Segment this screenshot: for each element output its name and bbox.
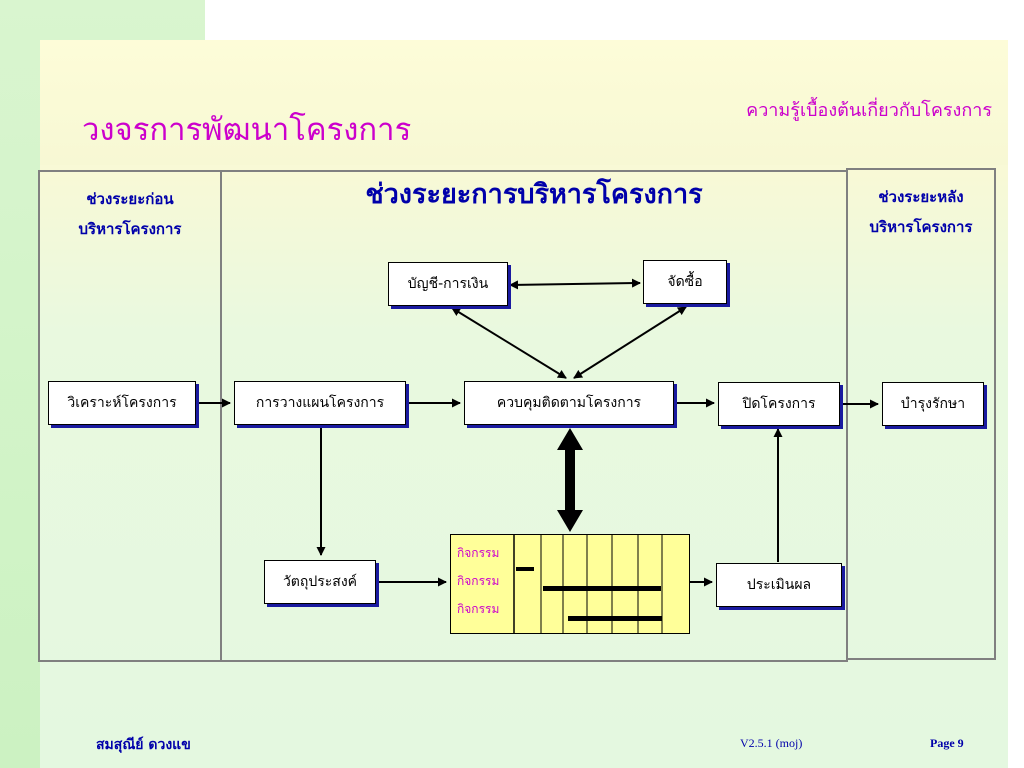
- footer-author: สมสุณีย์ ดวงแข: [96, 737, 191, 753]
- post-phase-panel: [846, 168, 996, 660]
- box-analysis: วิเคราะห์โครงการ: [48, 381, 196, 425]
- post-phase-label: ช่วงระยะหลัง บริหารโครงการ: [848, 182, 994, 242]
- gantt-bar-2: [542, 585, 661, 591]
- slide-subtitle: ความรู้เบื้องต้นเกี่ยวกับโครงการ: [746, 100, 992, 121]
- main-phase-heading: ช่วงระยะการบริหารโครงการ: [365, 179, 703, 210]
- pre-phase-line1: ช่วงระยะก่อน: [86, 190, 174, 208]
- slide-title: วงจรการพัฒนาโครงการ: [82, 112, 412, 148]
- gantt-bar-3: [567, 615, 662, 621]
- box-accounting: บัญชี-การเงิน: [388, 262, 508, 306]
- box-evaluation: ประเมินผล: [716, 563, 842, 607]
- background-title-band: [40, 40, 1008, 165]
- footer-page-number: Page 9: [930, 736, 964, 750]
- box-procurement: จัดซื้อ: [643, 260, 727, 304]
- box-monitoring: ควบคุมติดตามโครงการ: [464, 381, 674, 425]
- pre-phase-label: ช่วงระยะก่อน บริหารโครงการ: [40, 184, 220, 244]
- post-phase-line1: ช่วงระยะหลัง: [878, 188, 964, 206]
- gantt-activity-1: กิจกรรม: [457, 546, 500, 560]
- pre-phase-line2: บริหารโครงการ: [78, 220, 182, 238]
- box-closing: ปิดโครงการ: [718, 382, 840, 426]
- gantt-chart: กิจกรรม กิจกรรม กิจกรรม: [450, 533, 690, 634]
- box-planning: การวางแผนโครงการ: [234, 381, 406, 425]
- gantt-activity-3: กิจกรรม: [457, 602, 500, 616]
- gantt-activity-2: กิจกรรม: [457, 574, 500, 588]
- footer-version: V2.5.1 (moj): [740, 736, 803, 750]
- gantt-bar-1: [515, 566, 534, 571]
- post-phase-line2: บริหารโครงการ: [869, 218, 973, 236]
- box-maintenance: บำรุงรักษา: [882, 382, 984, 426]
- box-objectives: วัตถุประสงค์: [264, 560, 376, 604]
- gantt-grid: [512, 533, 662, 634]
